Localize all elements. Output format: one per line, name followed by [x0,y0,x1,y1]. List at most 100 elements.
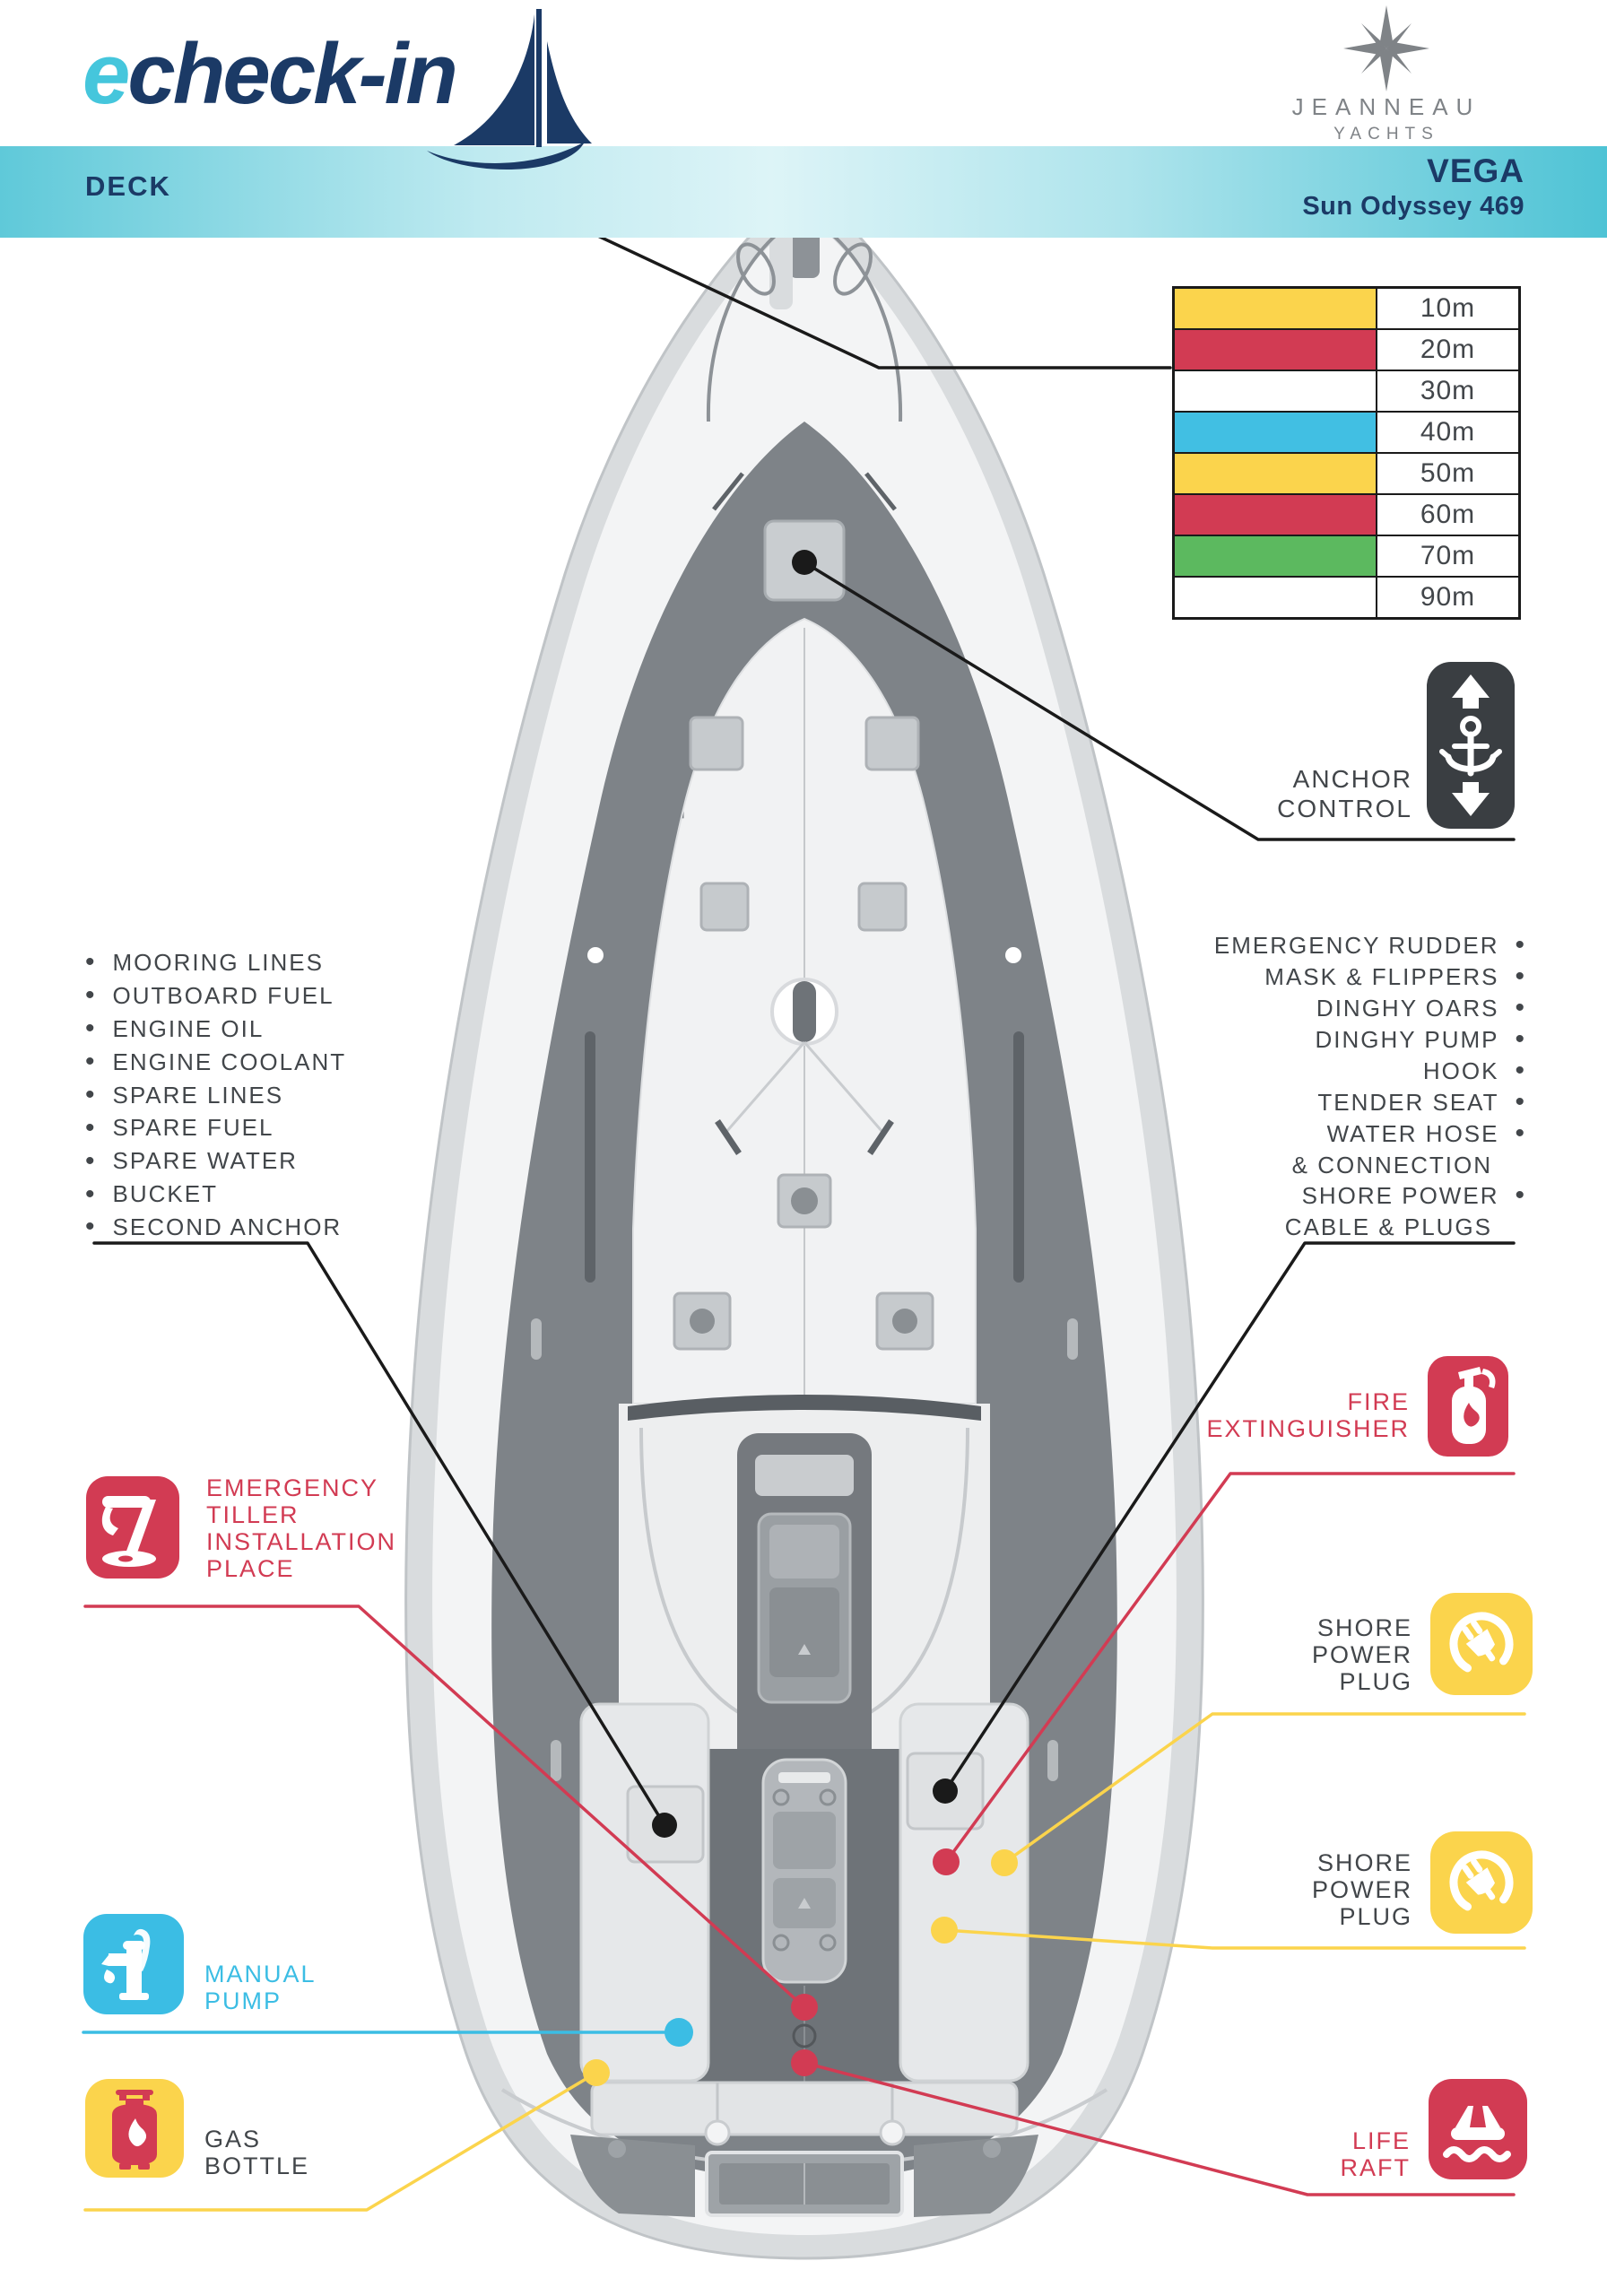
boat-hull [404,184,1204,2260]
anchor-control-icon [1427,662,1515,829]
chain-color-swatch [1175,536,1376,576]
dot-fire-extinguisher [933,1848,960,1875]
model-sub-name: Sun Odyssey 469 [1302,192,1524,221]
list-item: •BUCKET [85,1178,218,1209]
list-item: •OUTBOARD FUEL [85,980,334,1011]
chain-row: 30m [1175,370,1518,411]
chain-row: 90m [1175,576,1518,617]
header-band [0,146,1607,238]
brand-block: JEANNEAU YACHTS [1266,93,1507,144]
chain-row: 70m [1175,535,1518,576]
chain-length: 10m [1376,289,1518,328]
life-raft-icon [1429,2079,1527,2179]
list-item: EMERGENCY RUDDER• [1213,930,1526,961]
deck-title: DECK [85,170,171,202]
marker-dots [583,550,1018,2086]
list-item-continuation: CABLE & PLUGS [1284,1213,1492,1240]
list-item-continuation: & CONNECTION [1291,1152,1492,1179]
list-item: •SPARE WATER [85,1145,298,1176]
list-item: SHORE POWER• [1301,1180,1526,1211]
manual-pump-icon [83,1914,184,2014]
chain-length: 50m [1376,454,1518,493]
chain-row: 20m [1175,328,1518,370]
shore-power-plug-icon [1430,1831,1533,1934]
chain-length: 90m [1376,578,1518,617]
chain-row: 10m [1175,289,1518,328]
chain-row: 60m [1175,493,1518,535]
stern [500,2081,1108,2217]
list-item: •SPARE FUEL [85,1112,274,1143]
leader-emergency-tiller [83,1605,806,2009]
chain-length: 40m [1376,413,1518,452]
list-item: •SECOND ANCHOR [85,1212,343,1242]
sailboat-icon [427,9,592,170]
life-raft-label: LIFE RAFT [1340,2127,1411,2181]
chain-color-swatch [1175,454,1376,493]
dot-emergency-tiller [791,1994,818,2021]
shore-power-plug-1-label: SHORE POWER PLUG [1311,1614,1412,1695]
brand-sub: YACHTS [1333,125,1439,144]
chain-color-swatch [1175,578,1376,617]
leader-chain-table [556,215,1172,370]
gas-bottle-label: GAS BOTTLE [204,2126,310,2179]
list-item: •ENGINE COOLANT [85,1047,347,1076]
anchor-chain-color-table: 10m 20m 30m 40m 50m 60m 70m 90m [1172,286,1521,620]
chain-length: 70m [1376,536,1518,576]
logo-rest: check-in [127,26,457,122]
leader-life-raft [803,2061,1516,2196]
compass-rose-icon [1343,5,1429,91]
chain-length: 60m [1376,495,1518,535]
leader-right-list [943,1241,1516,1793]
fire-extinguisher-icon [1428,1356,1508,1457]
chain-row: 50m [1175,452,1518,493]
dot-life-raft [791,2049,818,2076]
shore-power-plug-icon [1430,1593,1533,1695]
chain-color-swatch [1175,289,1376,328]
cockpit [579,1702,1029,2090]
list-item: MASK & FLIPPERS• [1264,961,1526,992]
list-item: •SPARE LINES [85,1079,284,1109]
cockpit-storage-list: EMERGENCY RUDDER• MASK & FLIPPERS• DINGH… [1213,930,1526,1243]
dot-left-storage [652,1813,677,1838]
chain-color-swatch [1175,495,1376,535]
leader-anchor-control [803,561,1516,841]
companionway [737,1433,872,1783]
brand-name: JEANNEAU [1291,93,1481,120]
leader-fire-extinguisher [944,1472,1516,1864]
list-item: •MOORING LINES [85,947,324,978]
chain-length: 20m [1376,330,1518,370]
shore-power-plug-2-label: SHORE POWER PLUG [1311,1849,1412,1930]
gas-bottle-icon [85,2079,184,2178]
anchor-control-label: ANCHOR CONTROL [1277,765,1412,822]
list-item: •ENGINE OIL [85,1013,265,1044]
list-item: HOOK• [1422,1056,1526,1086]
list-item: WATER HOSE• [1326,1118,1526,1149]
dot-manual-pump [665,2018,693,2047]
emergency-tiller-socket [792,2023,817,2048]
leader-shore-power-2 [942,1928,1526,1950]
manual-pump-label: MANUAL PUMP [204,1961,317,2014]
chain-color-swatch [1175,330,1376,370]
model-name: VEGA [1427,152,1524,189]
sprayhood [628,1395,981,1718]
list-item: DINGHY OARS• [1316,993,1526,1023]
fire-extinguisher-label: FIRE EXTINGUISHER [1206,1388,1410,1442]
dot-anchor-windlass [792,550,817,575]
dot-shore-power-1 [991,1849,1018,1876]
deck-hatches [689,716,920,932]
dot-shore-power-2 [931,1917,958,1944]
dot-gas-bottle [583,2059,610,2086]
leader-left-list [92,1241,666,1827]
emergency-tiller-label: EMERGENCY TILLER INSTALLATION PLACE [206,1474,397,1582]
chain-color-swatch [1175,413,1376,452]
chain-color-swatch [1175,371,1376,411]
list-item: TENDER SEAT• [1317,1087,1526,1118]
logo-e: e [83,26,130,122]
list-item: DINGHY PUMP• [1315,1024,1526,1055]
leader-shore-power-1 [1003,1712,1526,1865]
leader-gas-bottle [83,2071,598,2212]
chain-length: 30m [1376,371,1518,411]
mast [715,978,894,1155]
